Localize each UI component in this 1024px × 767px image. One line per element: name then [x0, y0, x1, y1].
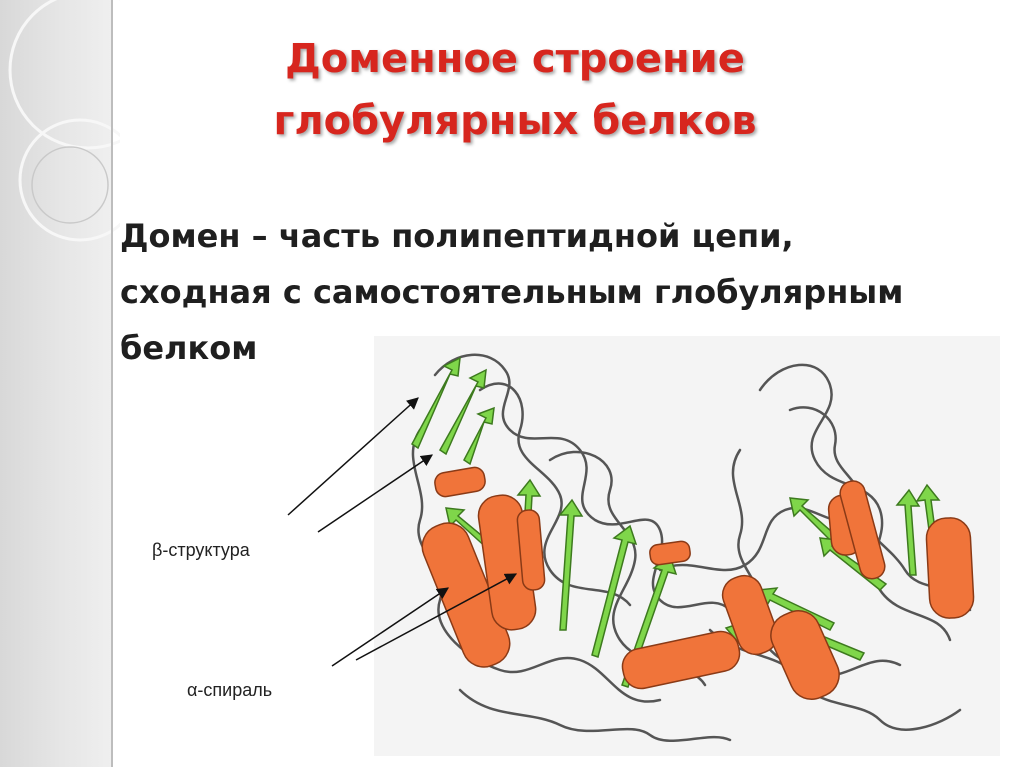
alpha-helix-label: α-спираль	[187, 680, 272, 701]
beta-structure-label: β-структура	[152, 540, 250, 561]
title-line-1: Доменное строение	[130, 28, 900, 90]
title-line-2: глобулярных белков	[130, 90, 900, 152]
protein-domain-diagram	[360, 330, 1000, 760]
decorative-circles	[0, 0, 120, 300]
decorative-divider	[111, 0, 113, 767]
definition-line-2: сходная с самостоятельным глобулярным	[120, 264, 1000, 320]
slide-title: Доменное строение глобулярных белков	[130, 28, 900, 152]
definition-line-1: Домен – часть полипептидной цепи,	[120, 208, 1000, 264]
